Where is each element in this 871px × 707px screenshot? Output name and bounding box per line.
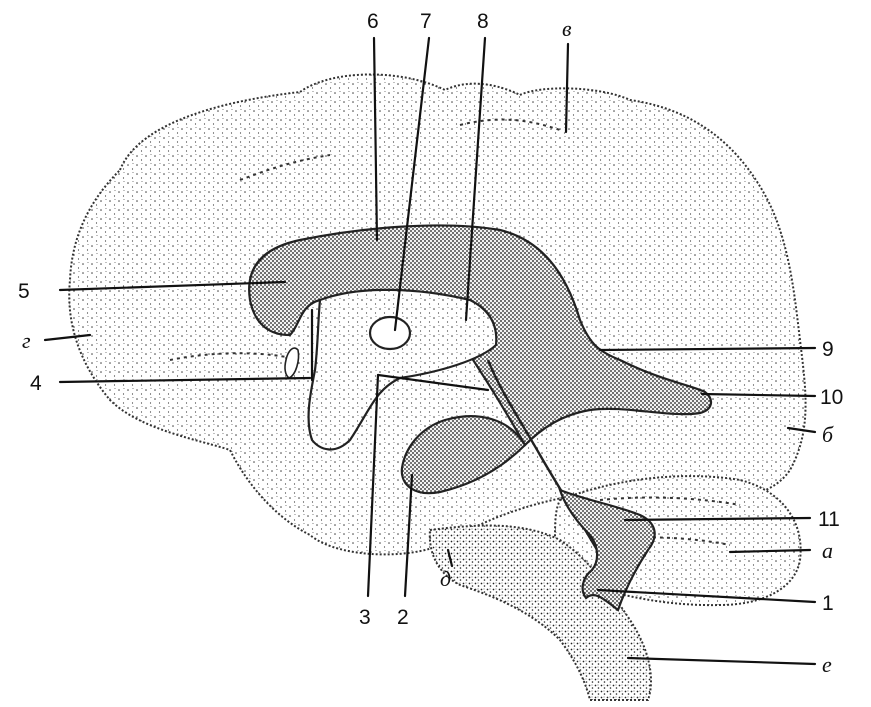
label-8: 8 <box>477 10 489 33</box>
label-g: г <box>22 328 31 353</box>
label-6: 6 <box>367 10 379 33</box>
label-a: а <box>822 538 833 563</box>
label-b: б <box>822 422 834 447</box>
label-2: 2 <box>397 606 409 629</box>
label-1: 1 <box>822 592 834 615</box>
label-e: е <box>822 652 832 677</box>
label-9: 9 <box>822 338 834 361</box>
label-v: в <box>562 16 572 41</box>
label-3: 3 <box>359 606 371 629</box>
label-5: 5 <box>18 280 30 303</box>
label-4: 4 <box>30 372 42 395</box>
label-7: 7 <box>420 10 432 33</box>
label-d: д <box>440 566 451 591</box>
label-11: 11 <box>818 508 840 531</box>
interventricular-foramen <box>370 317 410 349</box>
label-10: 10 <box>820 386 843 409</box>
